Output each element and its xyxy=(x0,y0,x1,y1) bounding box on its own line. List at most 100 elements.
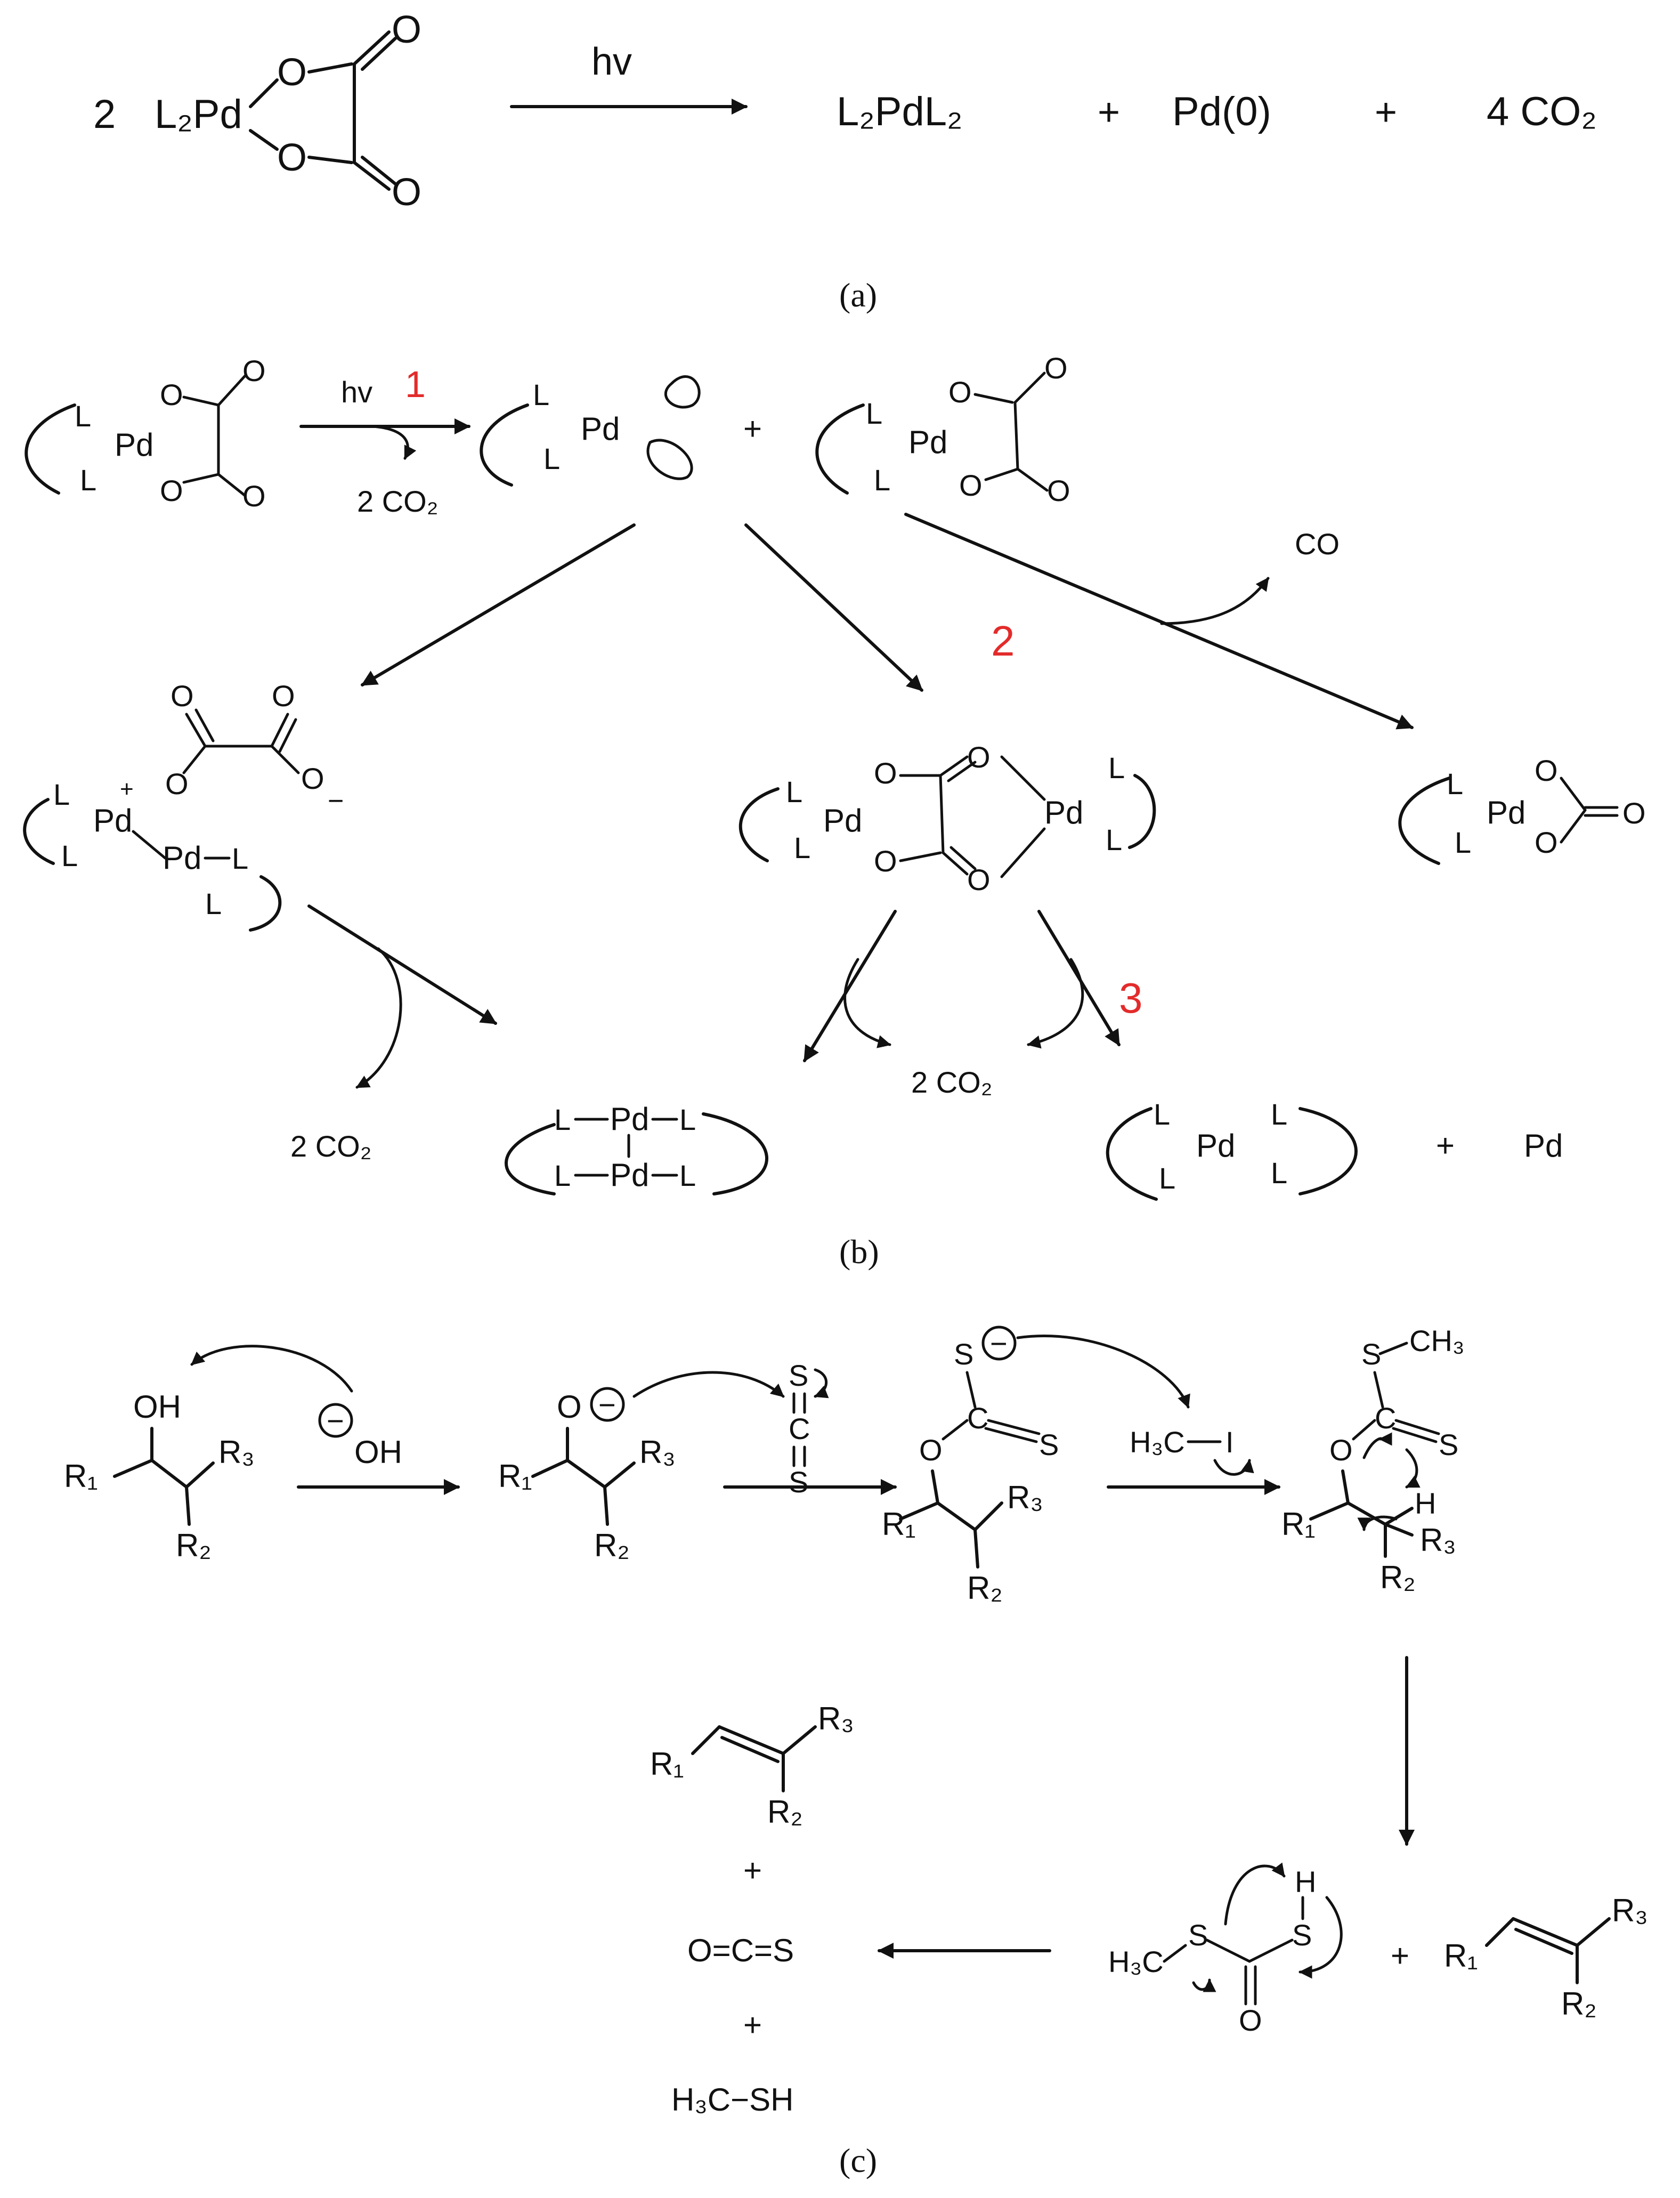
c-h-label: H xyxy=(1295,1865,1316,1898)
b-plus: + xyxy=(1436,1128,1455,1163)
b-oxygen: O xyxy=(301,762,324,795)
b-charge-plus: + xyxy=(120,776,134,802)
b-ligand: L xyxy=(53,778,70,811)
c-r1: R₁ xyxy=(498,1458,532,1494)
b-chelate-arc xyxy=(1298,1107,1358,1195)
c-r1: R₁ xyxy=(1444,1938,1478,1974)
b-ligand: L xyxy=(794,831,810,864)
b-step-2-label: 2 xyxy=(991,617,1015,665)
b-ligand: L xyxy=(554,1159,571,1192)
c-h3c-label: H₃C xyxy=(1108,1945,1164,1978)
b-oxygen: O xyxy=(242,354,266,387)
c-negative-charge-sign: − xyxy=(598,1388,616,1421)
c-r2: R₂ xyxy=(1561,1986,1597,2022)
c-attack-curve xyxy=(190,1345,353,1393)
c-r3: R₃ xyxy=(218,1434,255,1470)
b-co2-left: 2 CO₂ xyxy=(290,1129,371,1163)
c-c-label: C xyxy=(967,1401,988,1435)
b-oxygen: O xyxy=(242,479,266,513)
c-r2: R₂ xyxy=(967,1570,1003,1606)
c-r3: R₃ xyxy=(818,1701,854,1736)
c-s-label: S xyxy=(1292,1918,1312,1952)
c-methanethiol: H₃C−SH xyxy=(671,2082,793,2118)
b-start-complex: L L Pd O O O O xyxy=(25,354,266,513)
c-o-label: O xyxy=(557,1389,582,1425)
c-r1: R₁ xyxy=(1281,1506,1316,1542)
b-co2-loss-curve xyxy=(371,425,417,460)
b-ligand: L xyxy=(1159,1161,1175,1195)
b-ligand: L xyxy=(679,1103,696,1136)
b-lower-arrow-center-left xyxy=(803,910,897,1062)
b-pd0-fragment: L L Pd xyxy=(480,375,701,487)
a-plus: + xyxy=(1375,91,1397,134)
b-oxygen: O xyxy=(1622,796,1646,830)
c-s-label: S xyxy=(1039,1428,1059,1461)
b-ligand: L xyxy=(80,463,96,497)
c-r3: R₃ xyxy=(1612,1893,1648,1928)
b-carbonate-complex: L L Pd O O O xyxy=(1398,754,1646,865)
b-plus: + xyxy=(743,411,762,447)
b-oxygen: O xyxy=(171,679,194,713)
c-alkene-product: R₁ R₃ R₂ xyxy=(650,1701,854,1830)
c-negative-charge-icon xyxy=(590,1387,625,1422)
a-product-3: 4 CO₂ xyxy=(1487,89,1597,134)
b-branch-arrow-right xyxy=(904,513,1414,730)
b-chelate-arc xyxy=(1106,1107,1158,1201)
b-chelate-arc xyxy=(815,403,865,495)
c-r1: R₁ xyxy=(64,1458,98,1494)
b-oxygen: O xyxy=(160,378,183,411)
c-c-label: C xyxy=(1375,1401,1396,1435)
b-lobe xyxy=(664,375,701,409)
b-ligand: L xyxy=(1154,1097,1170,1131)
caption-a: (a) xyxy=(839,276,877,314)
a-product-1: L₂PdL₂ xyxy=(837,89,963,134)
c-alcohol: OH R₁ R₃ R₂ xyxy=(64,1389,255,1563)
b-pd: Pd xyxy=(908,424,947,460)
b-oxygen: O xyxy=(948,375,972,409)
b-oxygen: O xyxy=(874,844,897,878)
b-pd: Pd xyxy=(163,840,201,876)
c-h-label: H xyxy=(1415,1486,1436,1520)
panel-a: 2 L₂Pd O O O O hv L₂PdL₂ + Pd(0) + 4 CO₂… xyxy=(93,9,1597,314)
c-negative-charge-icon xyxy=(318,1403,353,1438)
c-electron-curve xyxy=(1224,1862,1286,1926)
c-attack-curve xyxy=(1016,1335,1190,1409)
c-methyl-xanthate: S CH₃ C S O H R₁ R₃ R₂ xyxy=(1281,1324,1465,1595)
c-r3: R₃ xyxy=(1007,1480,1043,1515)
c-s-label: S xyxy=(954,1337,973,1371)
c-dithiocarbonic-acid: H₃C S S H O xyxy=(1108,1862,1343,2037)
b-co2-loss-curve xyxy=(1027,958,1084,1049)
a-ring-oxygen: O xyxy=(277,51,307,94)
b-ligand: L xyxy=(786,775,802,809)
b-bridged-oxalate: L L Pd O O O O Pd L L xyxy=(738,740,1156,896)
c-oh-label: OH xyxy=(133,1389,181,1425)
b-ligand: L xyxy=(533,378,549,411)
b-ligand: L xyxy=(1108,751,1125,785)
c-electron-curve xyxy=(1192,1978,1216,1992)
a-carbonyl-oxygen: O xyxy=(392,171,421,214)
c-o-label: O xyxy=(919,1433,943,1467)
b-co2-loss-curve xyxy=(355,947,402,1089)
c-o-label: O xyxy=(1329,1433,1353,1467)
c-electron-curve xyxy=(1405,1448,1421,1489)
b-cationic-dimer: O O O O − L L Pd + Pd L L xyxy=(23,679,344,932)
b-product-pd-l4: L L Pd L L xyxy=(1106,1097,1358,1201)
c-plus: + xyxy=(743,2007,762,2043)
c-negative-charge-sign: − xyxy=(327,1404,344,1437)
b-lower-arrow-left xyxy=(307,904,497,1025)
b-oxygen: O xyxy=(967,863,991,896)
a-carbonyl-oxygen: O xyxy=(392,9,421,51)
a-plus: + xyxy=(1098,91,1120,134)
b-branch-arrow-left xyxy=(361,523,636,686)
caption-b: (b) xyxy=(839,1233,879,1271)
b-chelate-arc xyxy=(738,787,780,862)
b-ligand: L xyxy=(1106,823,1122,856)
b-pd: Pd xyxy=(115,427,153,463)
b-co-label: CO xyxy=(1295,527,1340,561)
c-carbonyl-sulfide: O=C=S xyxy=(687,1933,794,1968)
b-pd: Pd xyxy=(1196,1128,1235,1163)
b-ligand: L xyxy=(554,1103,571,1136)
b-second-oxalate-complex: L L Pd O O O O xyxy=(815,351,1070,507)
b-co2-step1: 2 CO₂ xyxy=(357,484,438,518)
